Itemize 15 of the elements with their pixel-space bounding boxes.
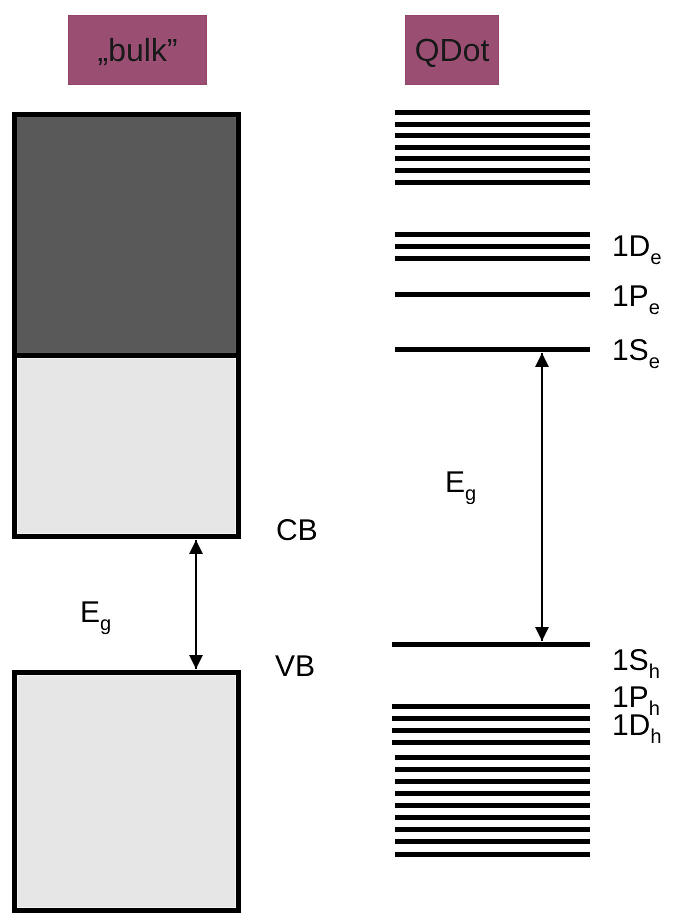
level-label: VB bbox=[275, 652, 316, 682]
energy-level-lines bbox=[392, 716, 590, 745]
double-arrow bbox=[535, 353, 549, 641]
edge-label: E$_{g}$ bbox=[80, 598, 112, 634]
heading-tag: QDot bbox=[405, 15, 499, 85]
energy-band-box bbox=[12, 670, 241, 913]
level-label: 1S$_{h}$ bbox=[612, 646, 660, 682]
double-arrow bbox=[189, 540, 203, 669]
edge-label: E$_{g}$ bbox=[445, 468, 476, 504]
level-label: CB bbox=[276, 516, 318, 546]
level-label: 1P$_{e}$ bbox=[612, 282, 660, 318]
energy-level-lines bbox=[395, 232, 590, 261]
heading-tag: „bulk” bbox=[68, 15, 207, 85]
level-label: 1D$_{e}$ bbox=[612, 232, 662, 268]
level-label: 1S$_{e}$ bbox=[612, 336, 660, 372]
